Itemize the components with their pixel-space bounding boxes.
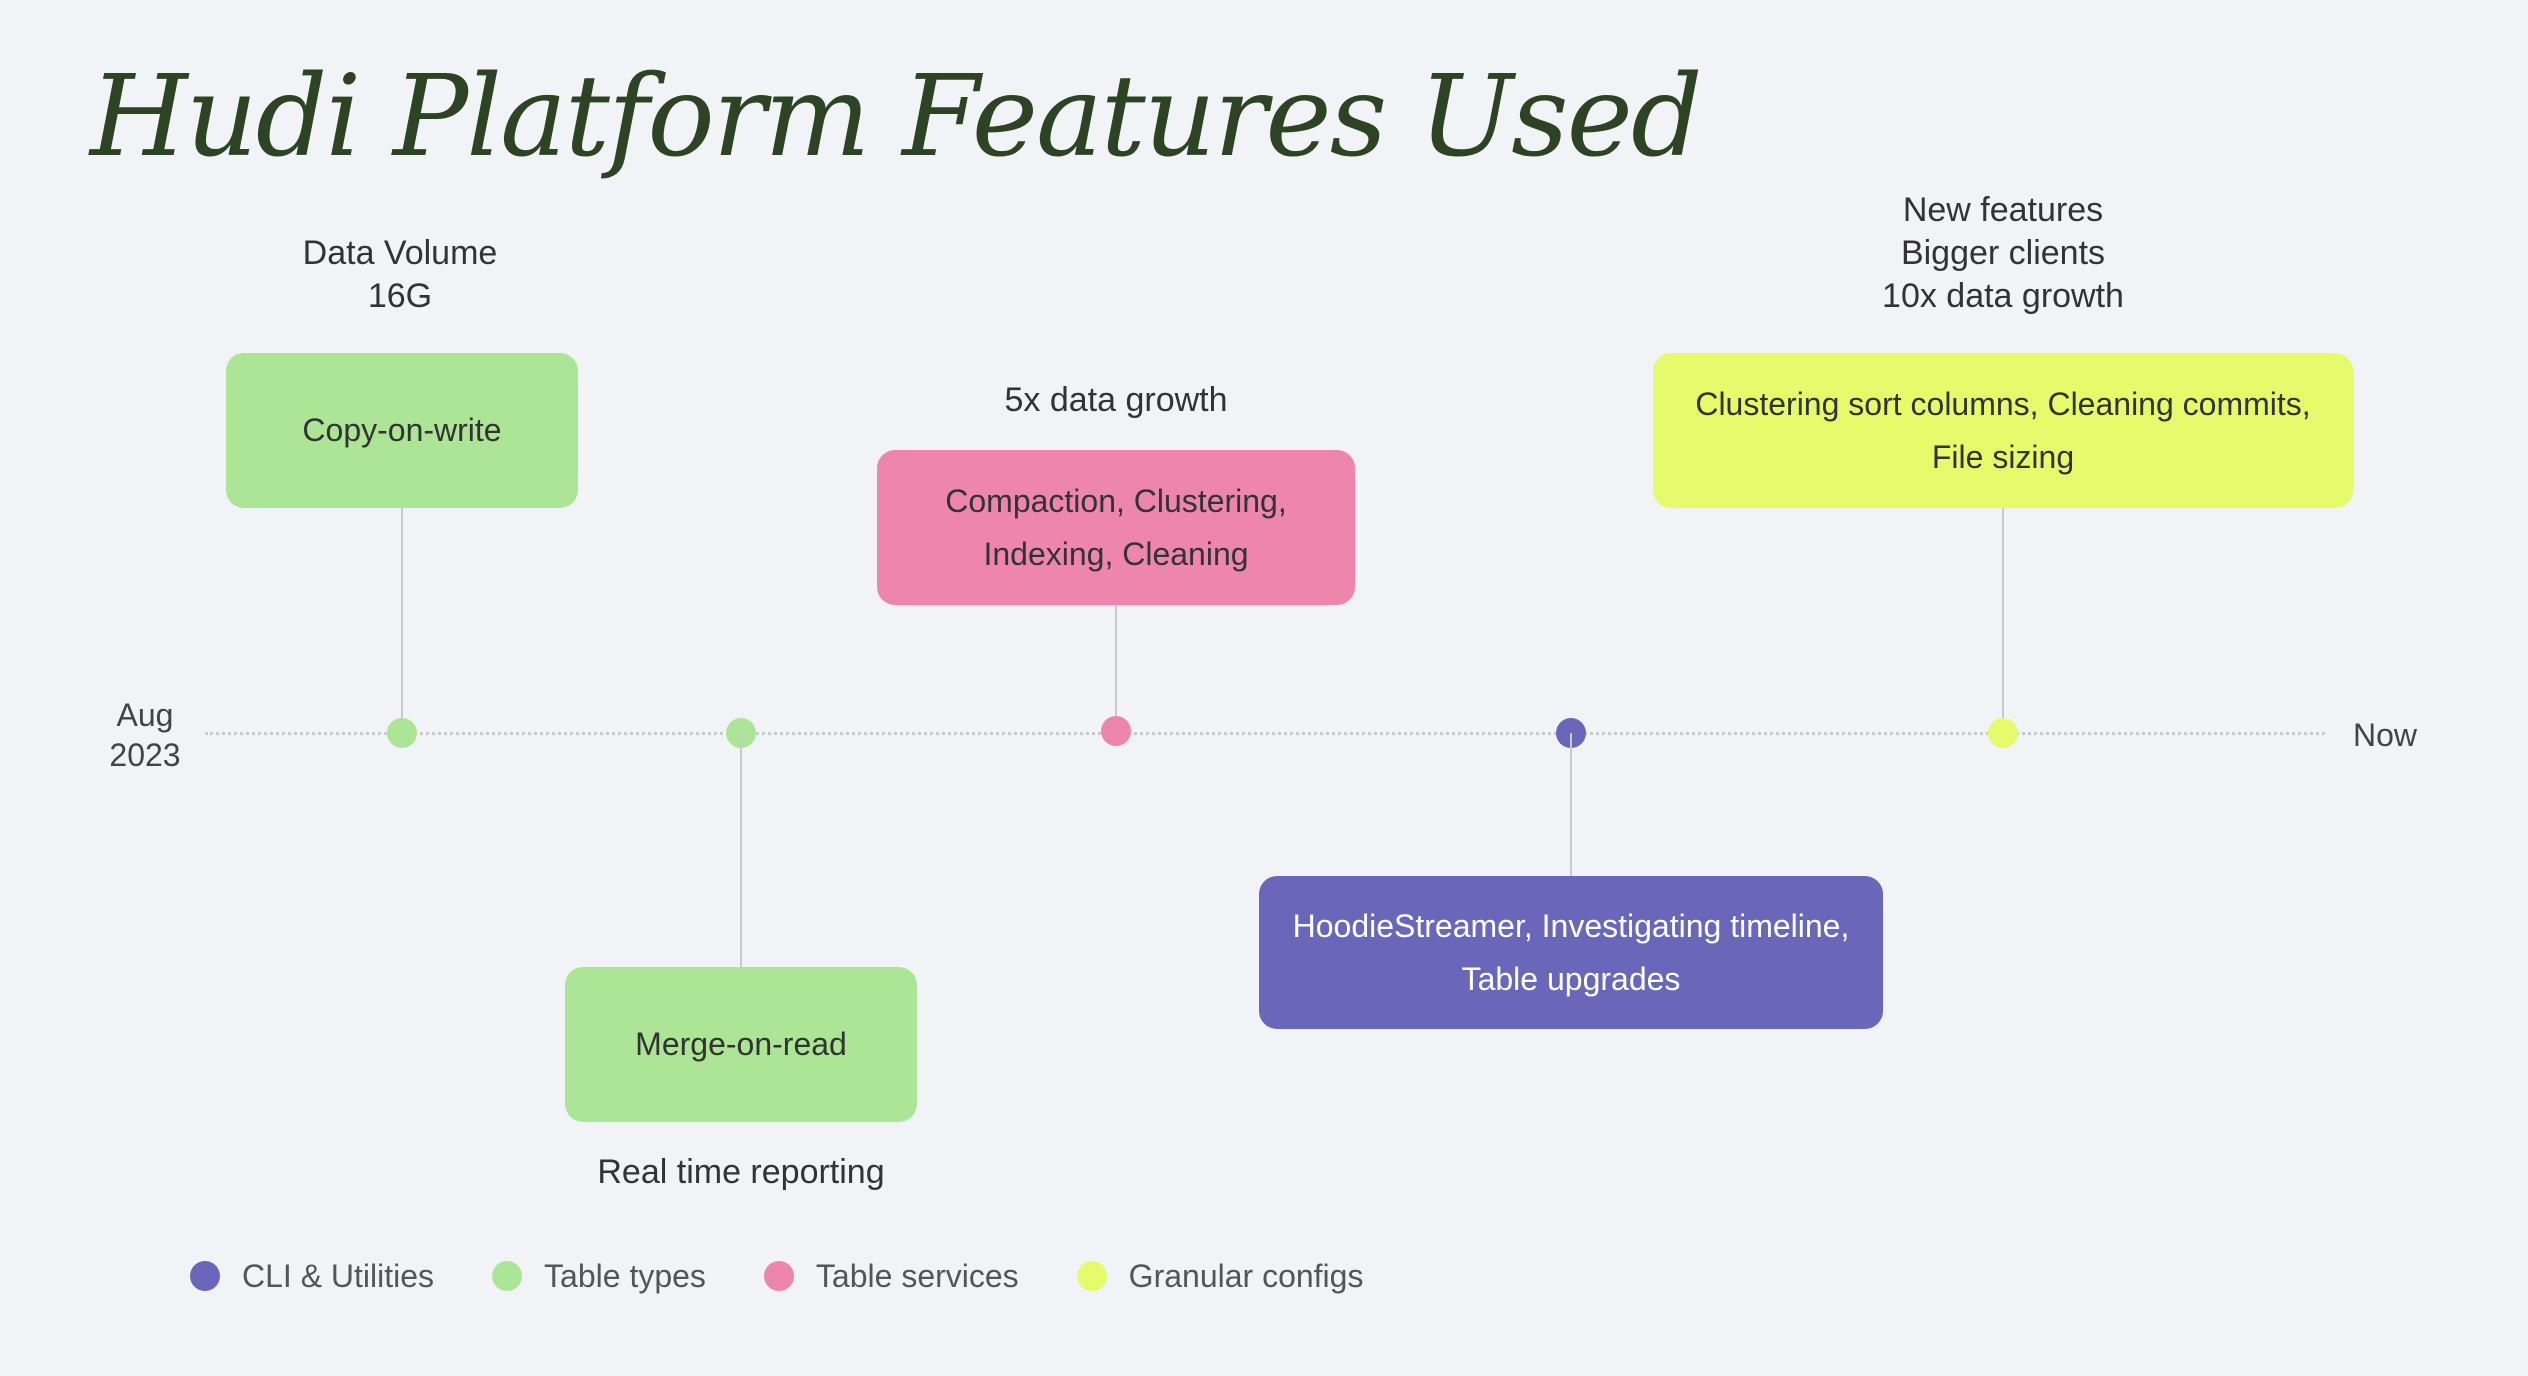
event-box-line: Clustering sort columns, Cleaning commit… — [1695, 385, 2311, 422]
event-stem — [401, 508, 403, 733]
page-title: Hudi Platform Features Used — [90, 52, 1703, 182]
legend-label: Table services — [815, 1258, 1019, 1294]
event-note-real-time-reporting: Real time reporting — [541, 1151, 941, 1194]
legend-label: CLI & Utilities — [242, 1258, 435, 1294]
event-box-line: Table upgrades — [1461, 960, 1681, 997]
event-box-line: File sizing — [1931, 438, 2075, 475]
event-stem — [1115, 605, 1117, 732]
event-note-5x-growth: 5x data growth — [916, 379, 1316, 422]
legend: CLI & Utilities Table types Table servic… — [190, 1256, 1421, 1296]
event-note-line: Real time reporting — [597, 1153, 885, 1191]
legend-item-cli-utilities: CLI & Utilities — [190, 1256, 434, 1296]
event-marker-granular-configs — [1988, 718, 2018, 748]
event-box-label: Copy-on-write — [302, 412, 502, 448]
event-note-line: 10x data growth — [1882, 277, 2124, 315]
event-box-line: Compaction, Clustering, — [945, 482, 1287, 519]
legend-swatch — [492, 1261, 523, 1291]
legend-item-granular-configs: Granular configs — [1076, 1256, 1364, 1296]
event-note-line: Data Volume — [302, 234, 498, 272]
timeline-start-month: Aug — [116, 697, 174, 733]
event-marker-table-services — [1101, 716, 1131, 746]
event-box-granular-configs: Clustering sort columns, Cleaning commit… — [1653, 353, 2353, 508]
event-box-line: Indexing, Cleaning — [983, 535, 1249, 572]
event-note-line: 5x data growth — [1004, 381, 1228, 419]
event-note-line: 16G — [367, 277, 433, 315]
legend-swatch — [763, 1261, 794, 1291]
event-note-new-features: New features Bigger clients 10x data gro… — [1803, 189, 2203, 318]
legend-swatch — [1076, 1261, 1107, 1291]
legend-swatch — [190, 1261, 220, 1291]
event-marker-table-types — [387, 718, 417, 748]
event-note-line: New features — [1902, 191, 2104, 229]
timeline-start-year: 2023 — [109, 737, 181, 773]
event-box-label: Merge-on-read — [635, 1026, 847, 1062]
event-box-table-services: Compaction, Clustering, Indexing, Cleani… — [877, 450, 1355, 605]
legend-item-table-services: Table services — [763, 1256, 1019, 1296]
event-box-merge-on-read: Merge-on-read — [565, 967, 917, 1122]
event-box-cli-utilities: HoodieStreamer, Investigating timeline, … — [1259, 876, 1883, 1029]
timeline-axis — [205, 732, 2325, 735]
event-note-line: Bigger clients — [1900, 234, 2106, 272]
event-box-line: HoodieStreamer, Investigating timeline, — [1292, 907, 1850, 944]
event-box-copy-on-write: Copy-on-write — [226, 353, 578, 508]
event-stem — [2002, 508, 2004, 733]
event-stem — [1570, 733, 1572, 876]
timeline-start-label: Aug 2023 — [95, 695, 195, 775]
legend-label: Table types — [544, 1258, 706, 1294]
event-stem — [740, 733, 742, 968]
legend-label: Granular configs — [1128, 1258, 1364, 1294]
event-note-data-volume: Data Volume 16G — [250, 232, 550, 318]
legend-item-table-types: Table types — [492, 1256, 706, 1296]
timeline-end-label: Now — [2352, 717, 2417, 753]
